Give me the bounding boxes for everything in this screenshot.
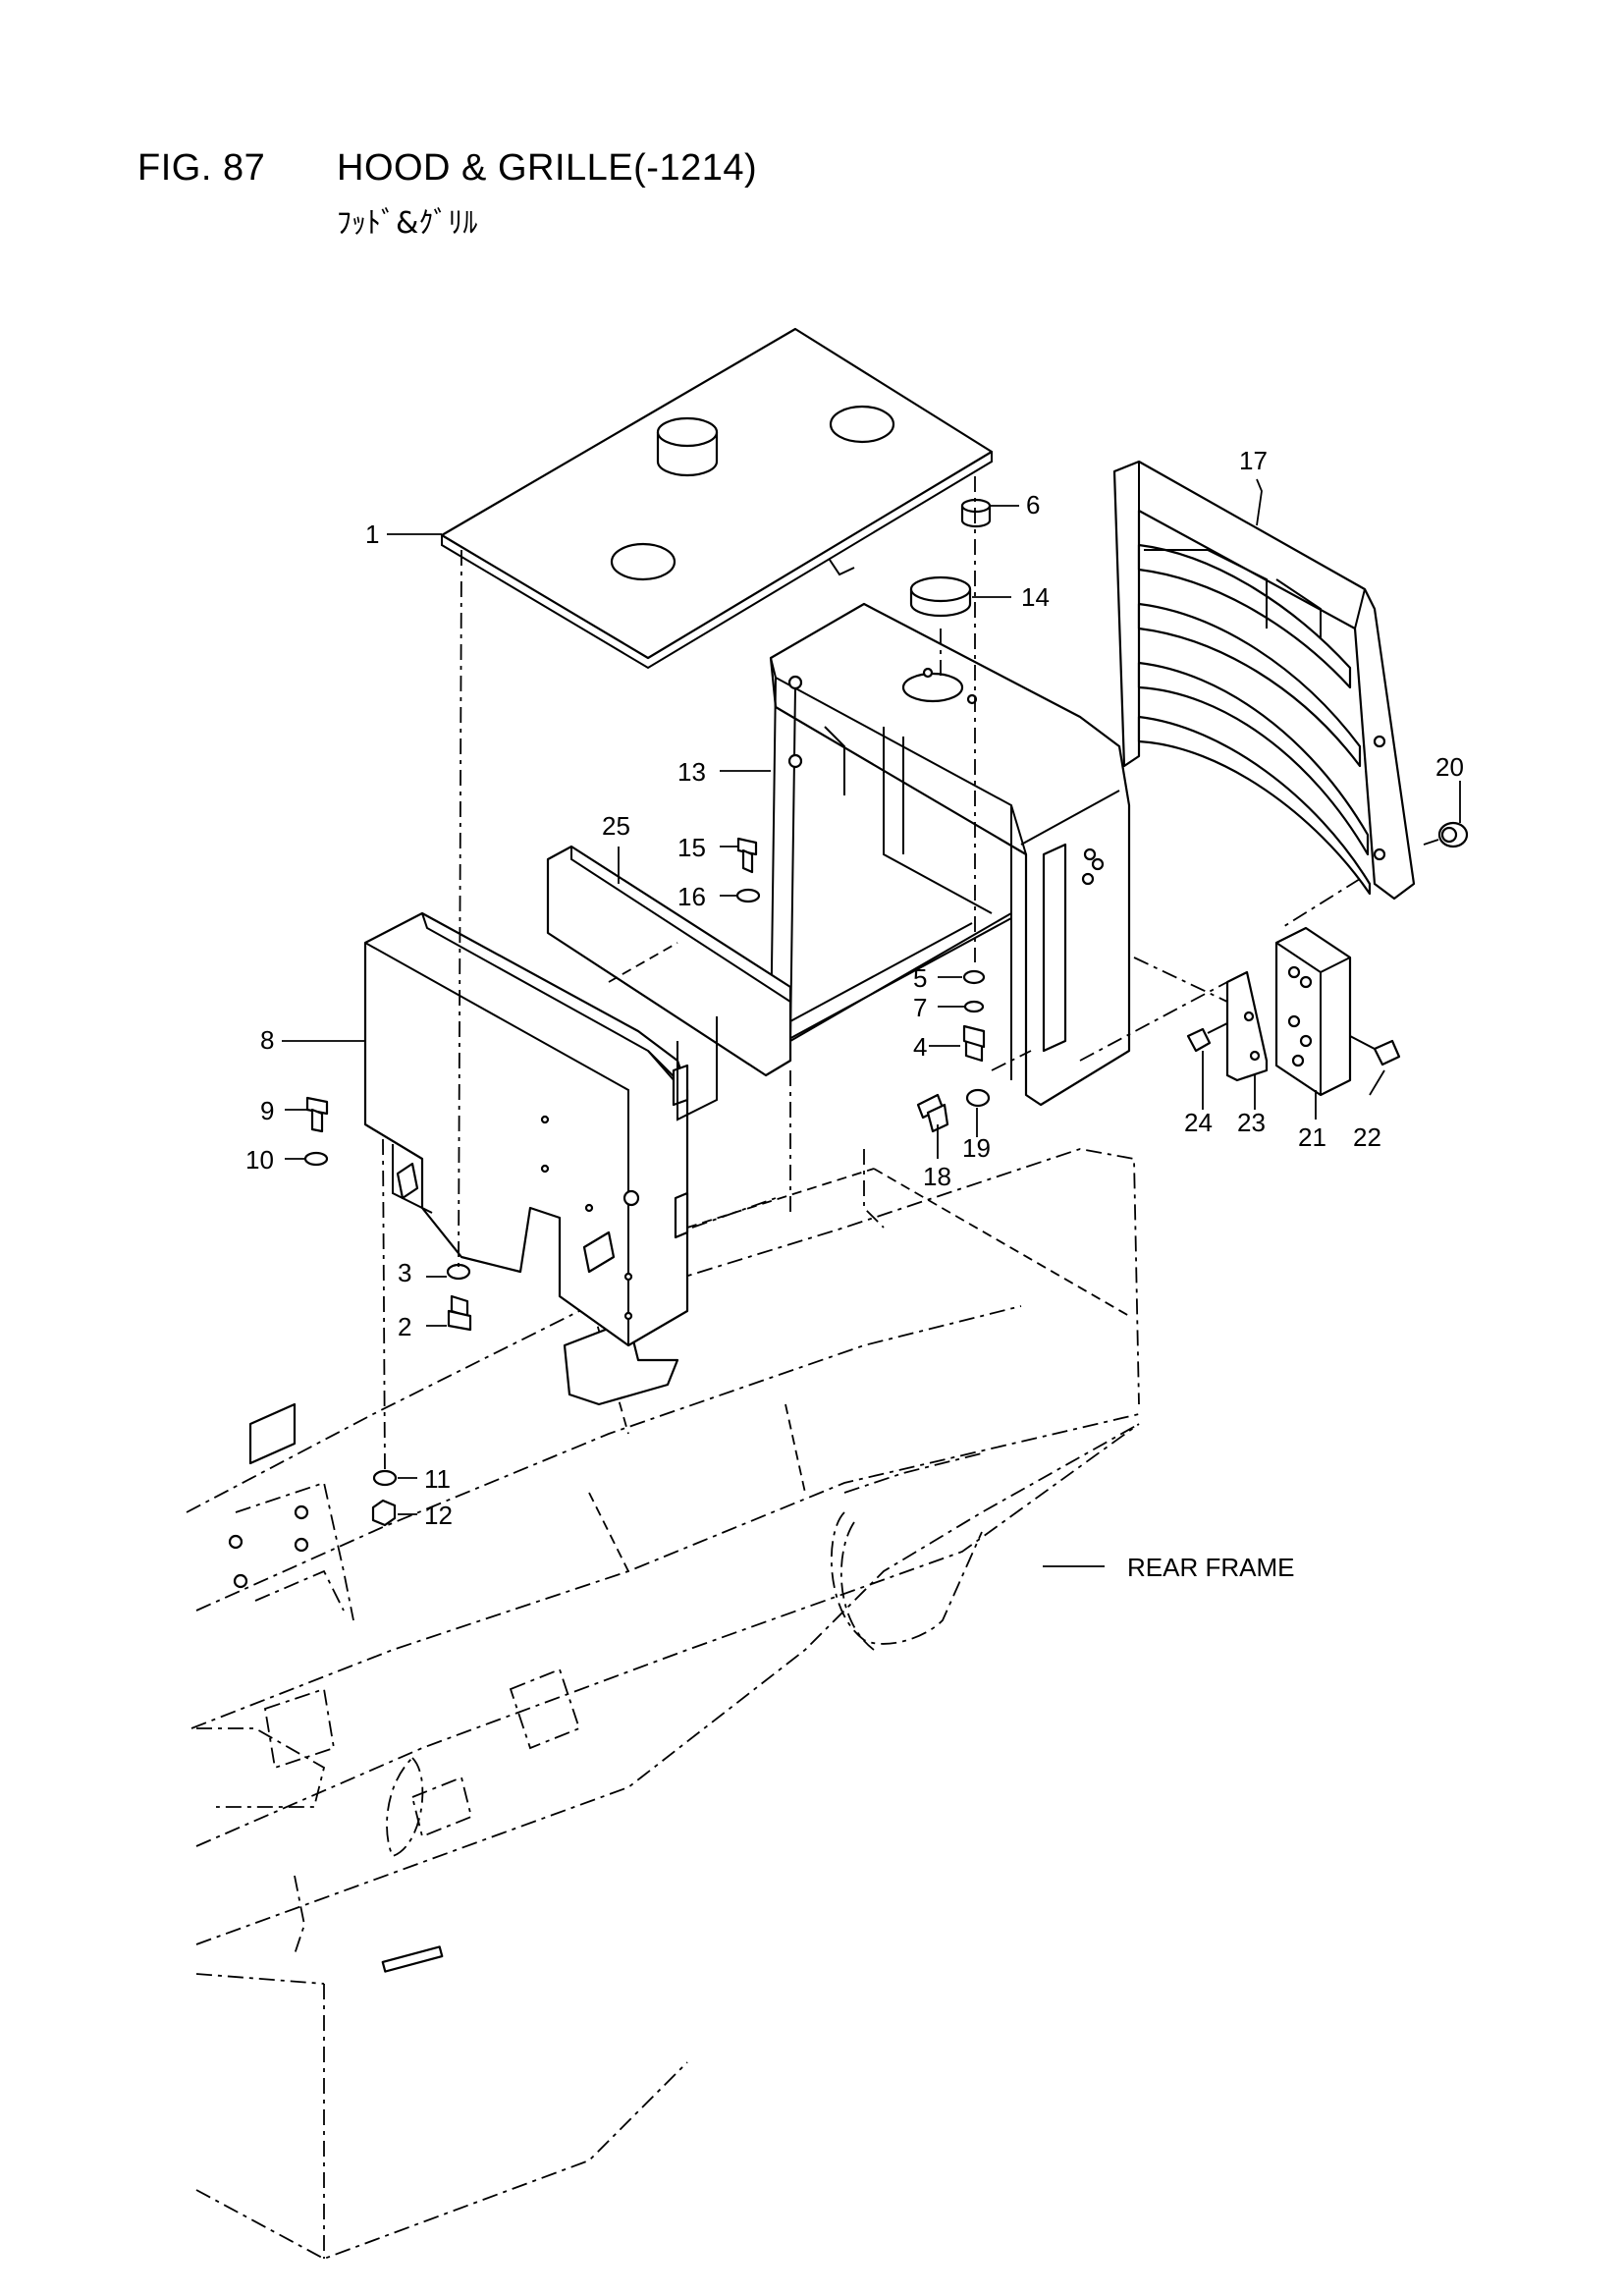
callout-6: 6: [1026, 490, 1040, 519]
grille: [1112, 460, 1416, 901]
callout-13: 13: [677, 757, 706, 787]
rear-frame-label: REAR FRAME: [1127, 1553, 1294, 1582]
fasteners: [303, 498, 1469, 1527]
rear-frame-mount-bracket: [228, 1319, 679, 1589]
side-hood-panel: [363, 911, 689, 1347]
callout-19: 19: [962, 1133, 991, 1163]
callout-21: 21: [1298, 1122, 1326, 1152]
assembly-center-lines: [382, 476, 1439, 1474]
callout-2: 2: [398, 1312, 411, 1341]
callout-5: 5: [913, 963, 927, 993]
callout-16: 16: [677, 882, 706, 911]
callout-1: 1: [365, 519, 379, 549]
callout-18: 18: [923, 1162, 951, 1191]
radiator-hood-frame: [769, 602, 1131, 1107]
callout-11: 11: [424, 1464, 451, 1494]
callout-leaders: [282, 478, 1461, 1567]
callout-9: 9: [260, 1096, 274, 1125]
callout-7: 7: [913, 993, 927, 1022]
figure-subtitle: ﾌｯﾄﾞ&ｸﾞﾘﾙ: [337, 206, 478, 241]
callout-14: 14: [1021, 582, 1050, 612]
callout-labels: 1 2 3 4 5 6 7 8 9 10 11 12 13 14 15 16 1…: [245, 446, 1464, 1582]
callout-3: 3: [398, 1258, 411, 1287]
mounting-plate: [1225, 970, 1269, 1082]
figure-title: HOOD & GRILLE(-1214): [337, 147, 758, 189]
figure-number: FIG. 87: [137, 147, 266, 189]
support-bracket-block: [1274, 926, 1352, 1097]
callout-4: 4: [913, 1032, 927, 1062]
callout-25: 25: [602, 811, 630, 841]
callout-8: 8: [260, 1025, 274, 1055]
seal-plate: [546, 845, 792, 1121]
callout-23: 23: [1237, 1108, 1266, 1137]
callout-15: 15: [677, 833, 706, 862]
callout-24: 24: [1184, 1108, 1213, 1137]
hood-top-plate: [440, 327, 994, 670]
callout-10: 10: [245, 1145, 274, 1175]
callout-20: 20: [1435, 752, 1464, 782]
callout-22: 22: [1353, 1122, 1381, 1152]
callout-12: 12: [424, 1501, 453, 1530]
callout-17: 17: [1239, 446, 1268, 475]
rear-frame-outline: [186, 1148, 1140, 2260]
